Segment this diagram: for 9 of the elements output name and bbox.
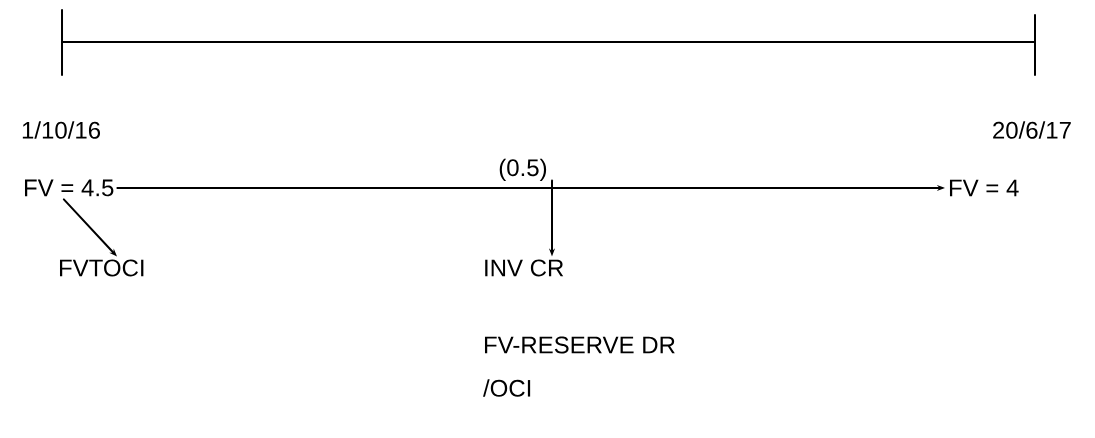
handwritten-text: FV = 4.5 bbox=[25, 179, 114, 197]
handwritten-text: 1/10/16 bbox=[22, 121, 101, 139]
handwritten-text: FV = 4 bbox=[950, 179, 1019, 197]
handwritten-text: FV-RESERVE DR bbox=[485, 336, 675, 354]
handwritten-text: /OCI bbox=[483, 379, 531, 397]
handwritten-text: FVTOCI bbox=[60, 259, 144, 277]
handwritten-text: INV CR bbox=[485, 259, 564, 277]
handwritten-text: 20/6/17 bbox=[993, 121, 1071, 139]
edge-label: (0.5) bbox=[496, 156, 550, 183]
